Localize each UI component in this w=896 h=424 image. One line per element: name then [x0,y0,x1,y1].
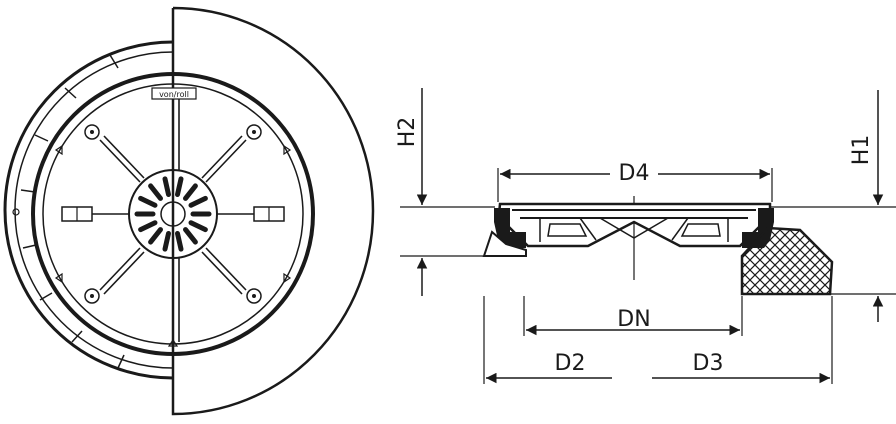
d2-label: D2 [555,351,586,376]
cover-ribs [539,217,729,242]
grille-slot [183,227,198,245]
cover-top-face [512,209,756,219]
grille-slot [162,176,171,197]
section-view: D4 DN D2 D3 H2 H1 [395,88,896,384]
rim-ribs [20,54,125,369]
center-grille-outer [128,169,218,259]
center-grille-slots [134,176,212,252]
brand-mark: von/roll [159,90,189,99]
frame-left-base [482,230,527,257]
cover-spokes [99,88,247,342]
grille-slot [138,220,158,233]
cover-ring-outer [31,72,315,356]
center-grille-hub [160,201,186,227]
grille-slot [183,183,198,201]
support-block [740,226,834,296]
orientation-marks [54,144,292,347]
grille-slot [188,220,208,233]
grille-slot [162,231,171,252]
d3-label: D3 [693,351,724,376]
dn-label: DN [617,307,650,332]
cover-ring-inner [42,83,304,345]
h2-label: H2 [395,117,420,148]
frame-left [494,208,526,248]
plan-view: von/roll [3,6,375,416]
h1-label: H1 [849,135,874,166]
d4-label: D4 [619,161,650,186]
brand-plate [151,87,197,100]
grille-slot [138,195,158,208]
outer-rim [3,40,174,380]
grille-slot [175,231,184,252]
bolt-holes [84,124,262,304]
grille-slot [148,227,163,245]
grille-slot [148,183,163,201]
grille-slot [188,195,208,208]
frame-half-outline [171,6,375,416]
grille-slot [175,176,184,197]
outer-rim-inner [14,51,174,369]
